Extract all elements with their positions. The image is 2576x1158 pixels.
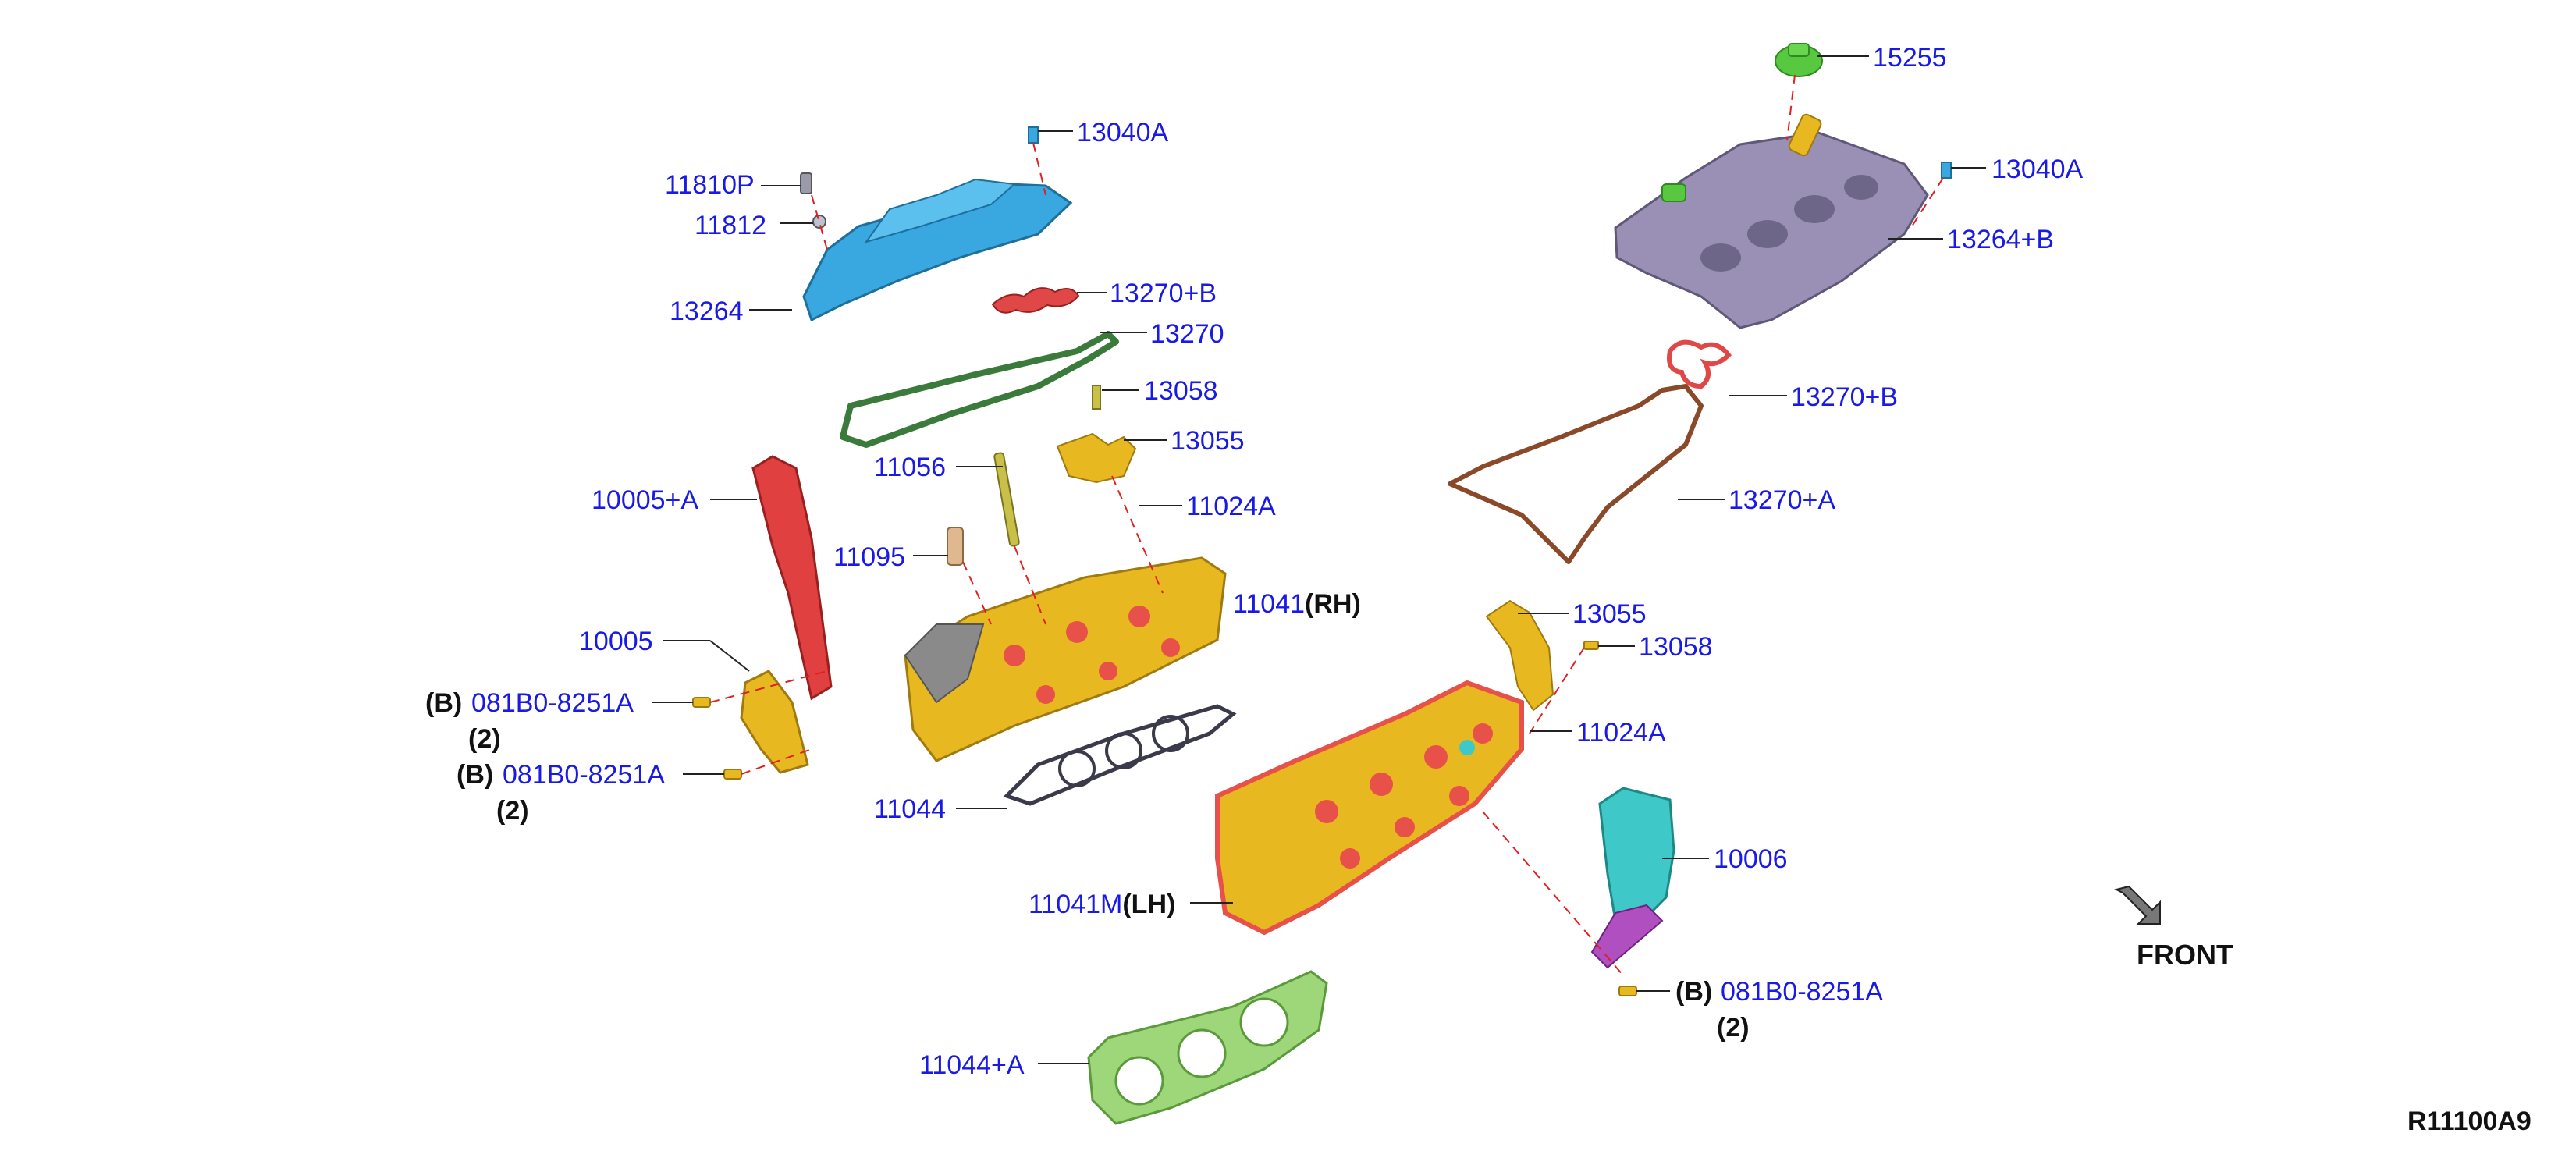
marker-b-2: (B) <box>457 760 493 790</box>
callout-11024a-lh[interactable]: 11024A <box>1186 492 1276 521</box>
marker-b-3: (B) <box>1675 977 1712 1007</box>
marker-b-1: (B) <box>425 688 462 718</box>
callout-10005a[interactable]: 10005+A <box>592 485 698 515</box>
bolt-rh-part[interactable] <box>1583 641 1599 650</box>
callout-15255[interactable]: 15255 <box>1873 43 1947 73</box>
callout-11095[interactable]: 11095 <box>833 542 905 572</box>
callout-13040a-rh[interactable]: 13040A <box>1992 155 2084 184</box>
engine-slinger-lh-part[interactable] <box>1590 787 1675 969</box>
callout-13058-lh[interactable]: 13058 <box>1144 376 1218 406</box>
assembly-line-cap <box>1786 74 1796 141</box>
bolt-b-2-part[interactable] <box>723 769 742 780</box>
engine-slinger-rear-part[interactable] <box>740 670 809 774</box>
engine-slinger-front-part[interactable] <box>751 455 833 701</box>
callout-13055-rh[interactable]: 13055 <box>1572 599 1647 629</box>
callout-13264[interactable]: 13264 <box>670 297 744 326</box>
bolt-b-1-part[interactable] <box>692 697 711 708</box>
bolt-13040a-lh-part[interactable] <box>1028 126 1039 144</box>
callout-11041-rh-number: 11041 <box>1233 589 1305 619</box>
callout-13058-rh[interactable]: 13058 <box>1639 632 1713 662</box>
rocker-cover-gasket-lh-part[interactable] <box>840 331 1119 448</box>
assembly-line-13040a-rh <box>1911 177 1944 227</box>
callout-10006[interactable]: 10006 <box>1714 844 1788 874</box>
front-label: FRONT <box>2137 939 2233 971</box>
grommet-part[interactable] <box>812 215 826 229</box>
assembly-line-13058-rh <box>1529 647 1585 734</box>
callout-11041-rh-tag: (RH) <box>1305 589 1361 619</box>
callout-081b0-1[interactable]: 081B0-8251A <box>471 688 634 718</box>
callout-11056[interactable]: 11056 <box>874 453 946 482</box>
camshaft-bracket-rh-part[interactable] <box>1485 599 1554 712</box>
callout-081b0-3[interactable]: 081B0-8251A <box>1721 977 1883 1007</box>
bolt-lh-part[interactable] <box>1092 385 1101 410</box>
quantity-2: (2) <box>496 796 529 826</box>
oil-filler-cap-part[interactable] <box>1775 43 1823 77</box>
callout-13270a[interactable]: 13270+A <box>1729 485 1835 515</box>
rocker-cover-rh-part[interactable] <box>1614 113 1929 329</box>
head-gasket-lh-part[interactable] <box>1087 970 1328 1125</box>
assembly-line-pcv <box>811 194 828 250</box>
assembly-line-11024a-rh <box>1482 811 1624 976</box>
callout-13055-lh[interactable]: 13055 <box>1171 426 1245 456</box>
callout-11041m-number: 11041M <box>1029 890 1122 919</box>
callout-11041-rh[interactable]: 11041(RH) <box>1233 589 1361 619</box>
front-direction-arrow-icon <box>2114 885 2161 925</box>
callout-11041m-tag: (LH) <box>1122 890 1175 919</box>
callout-081b0-2[interactable]: 081B0-8251A <box>503 760 665 790</box>
callout-11812[interactable]: 11812 <box>695 211 766 240</box>
quantity-3: (2) <box>1717 1013 1750 1043</box>
assembly-line-13040a-lh <box>1032 142 1046 196</box>
plug-tube-seal-lh-part[interactable] <box>991 287 1080 314</box>
rocker-cover-lh-part[interactable] <box>802 178 1073 322</box>
assembly-line-11056 <box>1014 545 1046 625</box>
stud-bolt-part[interactable] <box>993 452 1020 547</box>
callout-11044[interactable]: 11044 <box>874 794 946 824</box>
leader-10005-elbow <box>709 640 750 672</box>
callout-13270[interactable]: 13270 <box>1150 319 1224 349</box>
callout-11044a[interactable]: 11044+A <box>919 1050 1025 1080</box>
diagram-code: R11100A9 <box>2407 1106 2532 1136</box>
callout-13270b-rh[interactable]: 13270+B <box>1791 382 1898 412</box>
callout-13264b[interactable]: 13264+B <box>1947 225 2054 254</box>
callout-11024a-rh[interactable]: 11024A <box>1576 718 1666 748</box>
callout-11810p[interactable]: 11810P <box>665 170 755 200</box>
assembly-line-11024a-lh <box>1111 475 1164 594</box>
pcv-valve-part[interactable] <box>800 172 812 194</box>
assembly-line-bolt-b1 <box>709 670 828 703</box>
callout-13270b-lh[interactable]: 13270+B <box>1110 279 1217 308</box>
bolt-b-3-part[interactable] <box>1618 986 1637 996</box>
quantity-1: (2) <box>468 724 501 754</box>
assembly-line-bolt-b2 <box>741 748 812 775</box>
cylinder-head-lh-part[interactable] <box>1215 680 1524 936</box>
camshaft-bracket-lh-part[interactable] <box>1056 432 1137 484</box>
callout-10005[interactable]: 10005 <box>579 627 653 656</box>
dowel-pin-part[interactable] <box>947 527 964 566</box>
assembly-line-11095 <box>962 561 992 625</box>
cylinder-head-rh-part[interactable] <box>904 556 1227 762</box>
callout-11041m-lh[interactable]: 11041M(LH) <box>1029 890 1175 919</box>
head-gasket-rh-part[interactable] <box>1003 704 1237 806</box>
plug-tube-seal-rh-part[interactable] <box>1667 339 1732 389</box>
rocker-cover-gasket-rh-part[interactable] <box>1448 384 1704 564</box>
bolt-13040a-rh-part[interactable] <box>1941 162 1952 179</box>
callout-13040a-lh[interactable]: 13040A <box>1077 118 1169 147</box>
